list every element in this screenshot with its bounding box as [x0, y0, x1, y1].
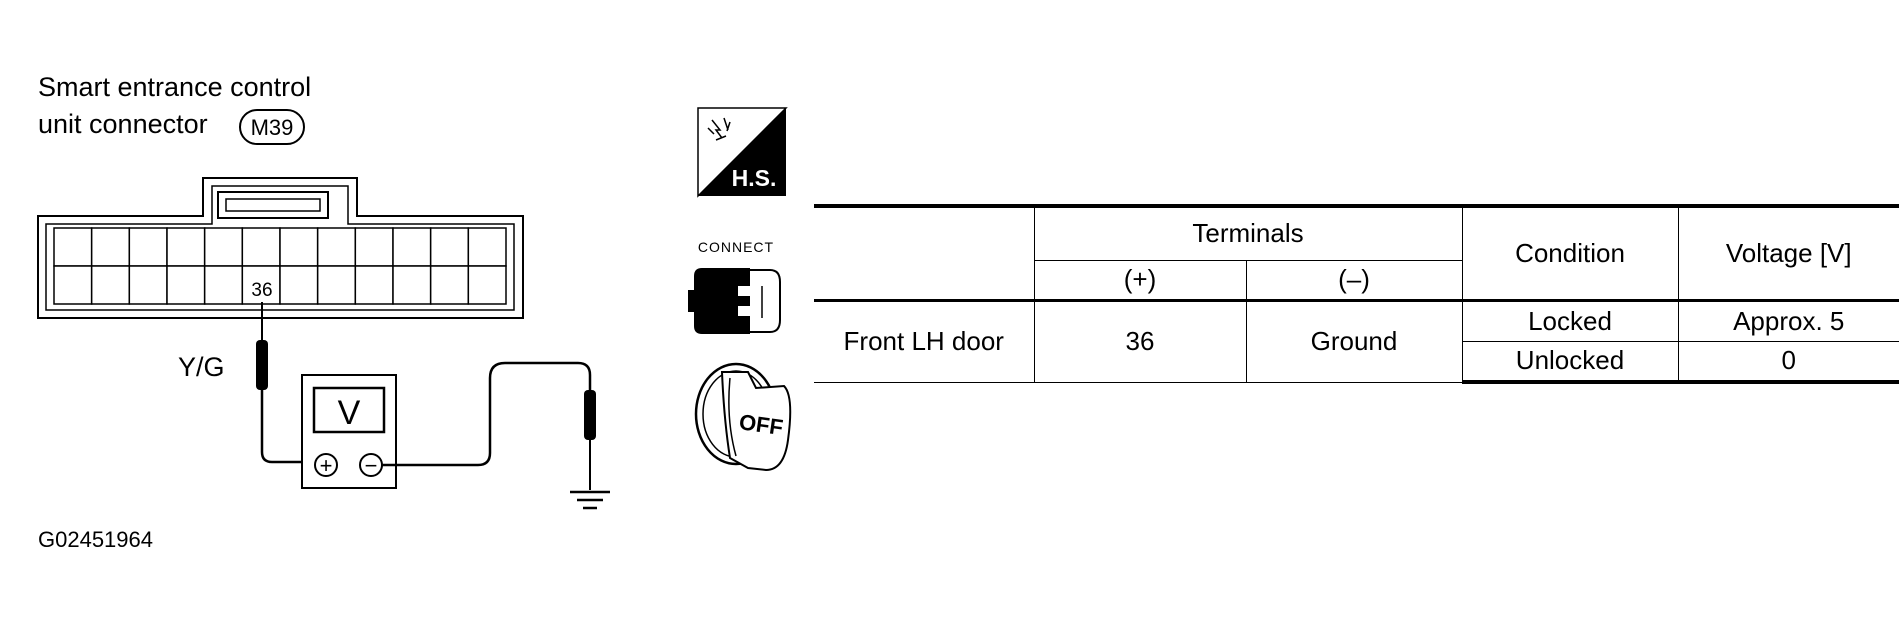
connector-pin-cavity [90, 265, 131, 305]
minus-terminal-value: Ground [1245, 298, 1463, 383]
minus-terminal-symbol: − [365, 453, 378, 478]
figure-id: G02451964 [38, 527, 153, 552]
ignition-key-off-icon: OFF [694, 362, 792, 472]
connector-pin-cavity [316, 227, 357, 267]
connector-pin-cavity [279, 265, 319, 305]
row-label-front-lh-door: Front LH door [814, 298, 1035, 383]
connector-pin-cavity [467, 265, 507, 305]
voltmeter: V + − [301, 374, 397, 489]
voltage-locked: Approx. 5 [1677, 298, 1899, 342]
connector-pin-cavity [166, 265, 206, 305]
ignition-off-text: OFF [738, 409, 785, 440]
plus-terminal [314, 453, 338, 477]
connect-icon-text: CONNECT [698, 239, 774, 255]
connector-pin-cavity [392, 265, 432, 305]
negative-probe-wire [382, 361, 596, 490]
hs-icon-text: H.S. [732, 165, 777, 191]
plus-terminal-symbol: + [320, 453, 333, 478]
connect-icon: CONNECT [688, 239, 781, 334]
header-voltage: Voltage [V] [1677, 204, 1899, 302]
header-empty-cell [814, 204, 1035, 302]
ground-symbol [570, 490, 610, 510]
connector-pin-cavity [429, 227, 470, 267]
connector-pin-cavity [53, 227, 93, 267]
voltage-check-table: Terminals Condition Voltage [V] (+) (–) … [814, 204, 1899, 384]
connector-pin-cavity [241, 265, 281, 305]
plus-terminal-value: 36 [1033, 298, 1247, 383]
connector-pin-cavity [203, 265, 244, 305]
connector-pin-cavity [203, 227, 244, 267]
header-plus: (+) [1033, 259, 1247, 302]
connector-pin-cavity [316, 265, 357, 305]
connector-pin-cavity [429, 265, 470, 305]
positive-probe-wire [256, 302, 315, 464]
connector-pin-cavity [90, 227, 131, 267]
connector-pin-cavity [279, 227, 319, 267]
connector-id-badge: M39 [239, 109, 305, 145]
connector-pin-cavity [467, 227, 507, 267]
condition-unlocked: Unlocked [1461, 340, 1679, 384]
connector-pin-cavity [53, 265, 93, 305]
header-minus: (–) [1245, 259, 1463, 302]
connector-body: 36 [37, 177, 524, 319]
connector-pin-cavity [128, 265, 168, 305]
condition-locked: Locked [1461, 298, 1679, 342]
connector-id-text: M39 [251, 115, 294, 140]
connector-pin-grid [53, 227, 507, 305]
voltmeter-display [312, 386, 386, 434]
header-condition: Condition [1461, 204, 1679, 302]
connector-pin-cavity [128, 227, 168, 267]
connector-pin-cavity [354, 265, 394, 305]
pin-36-label: 36 [251, 280, 272, 301]
header-terminals: Terminals [1033, 204, 1463, 261]
voltage-unlocked: 0 [1677, 340, 1899, 384]
connector-pin-cavity [354, 227, 394, 267]
connector-pin-cavity [166, 227, 206, 267]
high-sensitivity-probe-icon: H.S. [697, 107, 788, 198]
connector-title-line1: Smart entrance control [38, 72, 312, 102]
connector-pin-cavity [392, 227, 432, 267]
wire-color-label: Y/G [178, 352, 225, 382]
voltmeter-display-text: V [338, 394, 361, 432]
connector-pin-cavity [241, 227, 281, 267]
connector-title-line2: unit connector [38, 109, 208, 139]
